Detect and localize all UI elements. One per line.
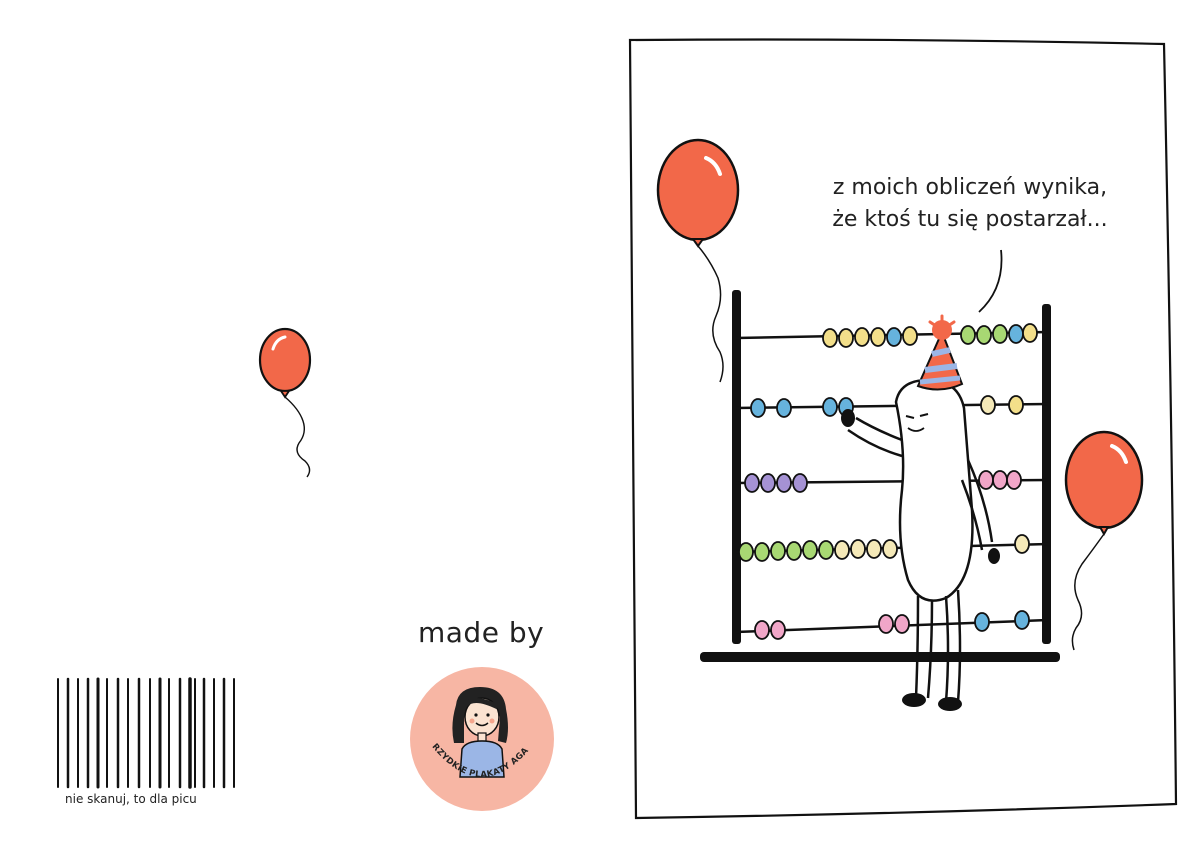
- card-frame: [626, 34, 1182, 824]
- speech-tail: [975, 248, 1015, 318]
- balloon-icon-large: [650, 138, 750, 388]
- made-by-label: made by: [418, 616, 545, 649]
- barcode-caption: nie skanuj, to dla picu: [62, 792, 200, 806]
- speech-line-1: z moich obliczeń wynika,: [832, 175, 1108, 200]
- balloon-icon-right: [1060, 428, 1150, 658]
- barcode-icon: [54, 675, 244, 790]
- abacus-icon: [696, 280, 1066, 720]
- speech-line-2: że ktoś tu się postarzał...: [832, 207, 1108, 232]
- brand-logo: BRZYDKIE PLAKATY AGATY: [408, 665, 556, 813]
- speech-bubble-text: z moich obliczeń wynika, że ktoś tu się …: [780, 172, 1160, 236]
- party-hat-icon: [916, 314, 964, 391]
- balloon-icon-small: [255, 325, 325, 485]
